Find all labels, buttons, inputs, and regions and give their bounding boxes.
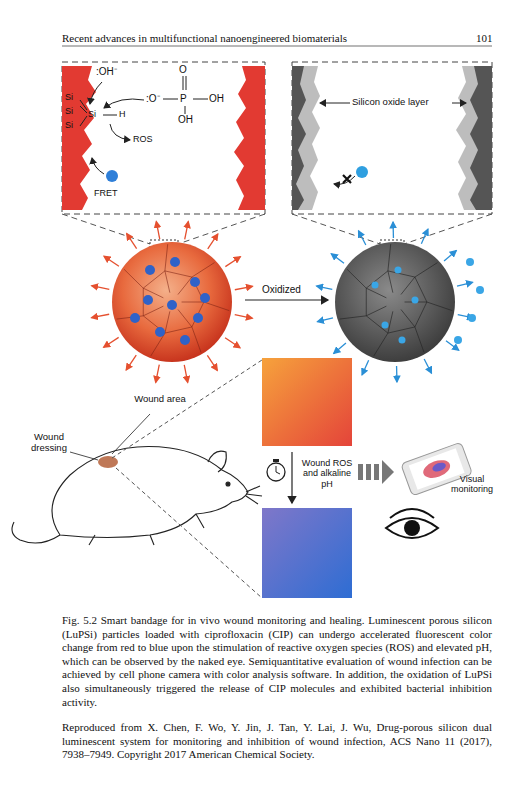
layer-label: Silicon oxide layer <box>352 97 429 108</box>
process-label: Oxidized <box>262 284 301 296</box>
chem-label: Si <box>65 92 73 102</box>
chem-label: FRET <box>94 188 118 198</box>
page-number: 101 <box>476 32 492 45</box>
output-label: Visual monitoring <box>440 474 504 495</box>
chem-label: Si <box>65 106 73 116</box>
figure-caption: Fig. 5.2 Smart bandage for in vivo wound… <box>62 614 492 709</box>
chem-label: P <box>180 93 187 105</box>
chem-label: ROS <box>133 134 153 144</box>
reference-note: Reproduced from X. Chen, F. Wo, Y. Jin, … <box>62 721 492 762</box>
chem-label: :OH⁻ <box>96 66 117 78</box>
chem-label: Si <box>65 120 73 130</box>
running-head: Recent advances in multifunctional nanoe… <box>62 32 347 45</box>
condition-label: Wound ROS and alkaline pH <box>298 458 356 489</box>
chem-label: OH <box>178 114 193 126</box>
callout-label: Wound area <box>130 394 190 405</box>
callout-label: Wound dressing <box>24 432 74 454</box>
chem-label: OH <box>209 93 224 105</box>
chem-label: H <box>119 109 126 119</box>
chem-label: O <box>179 64 187 76</box>
chem-label: Si <box>88 109 96 119</box>
chem-label: :O⁻ <box>146 93 160 105</box>
